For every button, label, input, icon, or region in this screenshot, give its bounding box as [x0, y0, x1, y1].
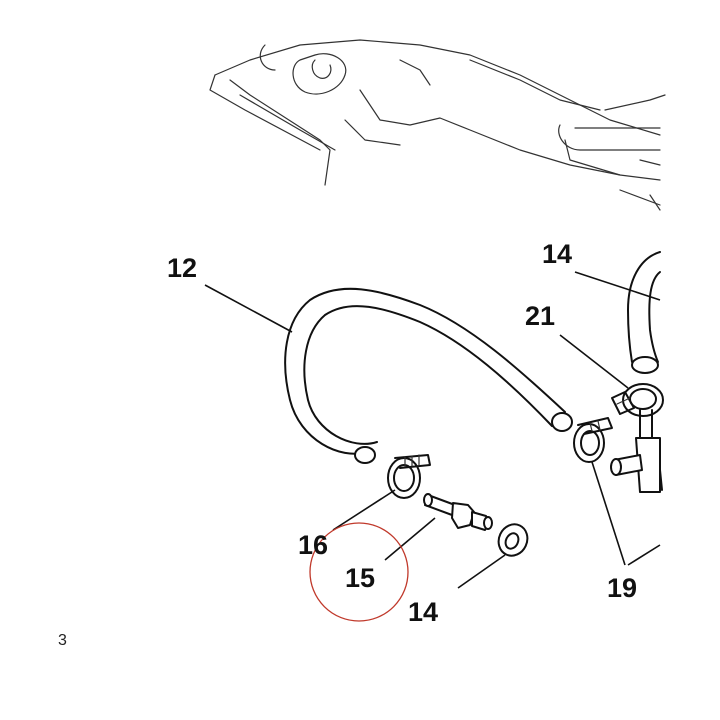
- leader-16: [332, 489, 396, 531]
- hose-12: [284, 287, 573, 464]
- stray-mark: 3: [58, 632, 67, 649]
- clamp-21: [611, 383, 664, 417]
- callout-14-top: 14: [542, 239, 572, 269]
- callout-21: 21: [525, 301, 555, 331]
- highlight-circle: [309, 522, 409, 622]
- clamp-16: [387, 454, 431, 499]
- hose-end-right: [551, 412, 573, 432]
- callout-15: 15: [345, 563, 375, 593]
- washer-14-bottom: [497, 523, 529, 557]
- leader-19a: [591, 461, 626, 566]
- leader-12: [204, 284, 293, 333]
- leader-19b: [627, 544, 661, 566]
- leader-15: [384, 517, 436, 561]
- hose-end-left: [354, 446, 376, 464]
- engine-frame-outline: [209, 39, 666, 211]
- callout-19: 19: [607, 573, 637, 603]
- callout-14-bottom: 14: [408, 597, 438, 627]
- leader-21: [559, 334, 629, 389]
- t-fitting: [610, 409, 663, 493]
- leader-lines: [204, 271, 661, 589]
- hose-14-top-right: [627, 251, 661, 374]
- leader-14-top: [574, 271, 661, 301]
- leader-14-bottom: [457, 554, 506, 589]
- callout-16: 16: [298, 530, 328, 560]
- clamp-19: [573, 417, 613, 463]
- fitting-15: [423, 493, 493, 531]
- callout-12: 12: [167, 253, 197, 283]
